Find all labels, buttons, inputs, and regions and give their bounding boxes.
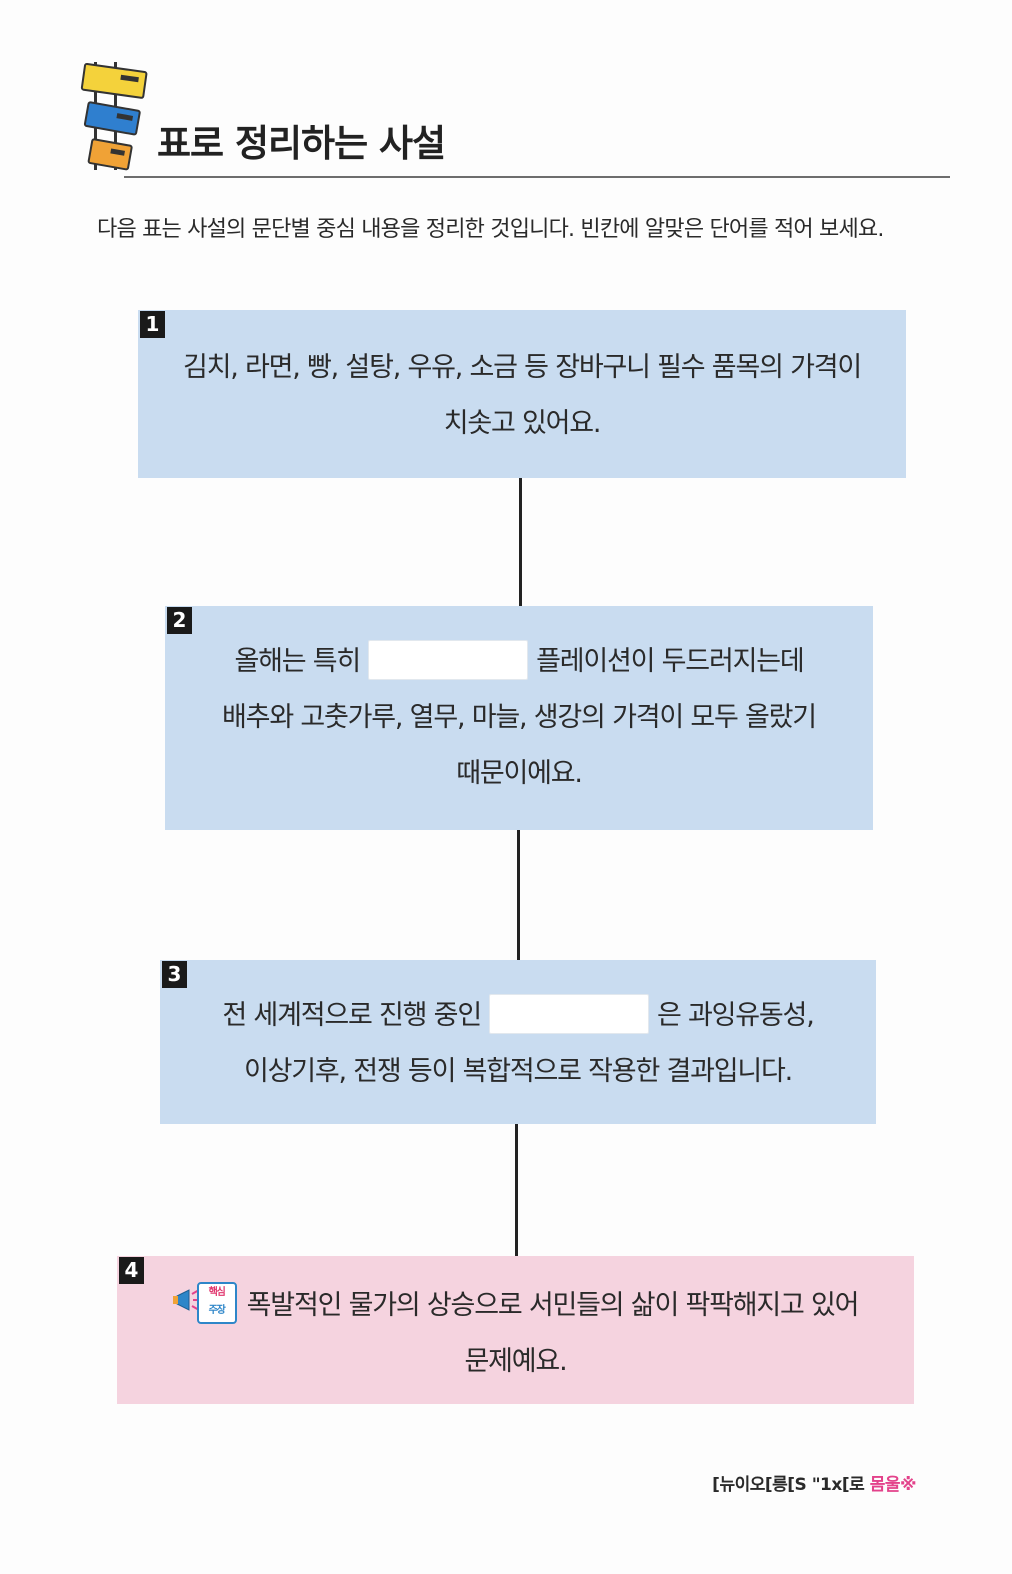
paragraph-number-4: 4: [119, 1257, 144, 1284]
key-claim-label: 핵심 주장: [196, 1281, 237, 1324]
summary-box-2: 올해는 특히 플레이션이 두드러지는데 배추와 고춧가루, 열무, 마늘, 생강의…: [165, 606, 873, 830]
stacked-blocks-logo-icon: [80, 62, 148, 171]
connector-line-3: [515, 1124, 518, 1256]
paragraph-number-3: 3: [162, 961, 187, 988]
paragraph-number-1: 1: [140, 311, 165, 338]
key-claim-badge: 핵심 주장: [172, 1280, 243, 1328]
box-4-line-1: 폭발적인 물가의 상승으로 서민들의 삶이 팍팍해지고 있어: [246, 1290, 860, 1321]
box-2-line-1-after: 플레이션이 두드러지는데: [536, 646, 805, 677]
connector-line-1: [519, 478, 522, 606]
instruction-text: 다음 표는 사설의 문단별 중심 내용을 정리한 것입니다. 빈칸에 알맞은 단…: [97, 217, 884, 242]
page-title: 표로 정리하는 사설: [157, 122, 446, 165]
box-4-line-2: 문제예요.: [464, 1346, 568, 1377]
summary-box-3: 전 세계적으로 진행 중인 은 과잉유동성, 이상기후, 전쟁 등이 복합적으로 …: [160, 960, 876, 1124]
footer-accent: 몸울※: [869, 1475, 917, 1495]
answer-blank-1[interactable]: [368, 639, 529, 680]
box-3-line-1-before: 전 세계적으로 진행 중인: [222, 1000, 482, 1031]
box-1-line-1: 김치, 라면, 빵, 설탕, 우유, 소금 등 장바구니 필수 품목의 가격이: [182, 352, 862, 383]
box-2-line-1-before: 올해는 특히: [234, 646, 361, 677]
title-divider: [124, 176, 950, 178]
connector-line-2: [517, 830, 520, 960]
box-1-line-2: 치솟고 있어요.: [443, 408, 602, 439]
box-2-line-3: 때문이에요.: [456, 758, 583, 789]
summary-box-4-key-claim: 핵심 주장 폭발적인 물가의 상승으로 서민들의 삶이 팍팍해지고 있어 문제예…: [117, 1256, 914, 1404]
footer-text: [뉴이오[릉[S "1x[로: [712, 1475, 865, 1495]
key-claim-label-line-1: 핵심: [208, 1286, 226, 1298]
box-2-line-2: 배추와 고춧가루, 열무, 마늘, 생강의 가격이 모두 올랐기: [222, 702, 817, 733]
box-3-line-2: 이상기후, 전쟁 등이 복합적으로 작용한 결과입니다.: [243, 1056, 793, 1087]
key-claim-label-line-2: 주장: [208, 1304, 226, 1316]
answer-blank-2[interactable]: [488, 993, 649, 1034]
megaphone-icon: [172, 1288, 201, 1311]
box-3-line-1-after: 은 과잉유동성,: [656, 1000, 815, 1031]
footer-note: [뉴이오[릉[S "1x[로 몸울※: [712, 1470, 916, 1495]
paragraph-number-2: 2: [167, 607, 192, 634]
summary-box-1: 김치, 라면, 빵, 설탕, 우유, 소금 등 장바구니 필수 품목의 가격이 …: [138, 310, 906, 478]
